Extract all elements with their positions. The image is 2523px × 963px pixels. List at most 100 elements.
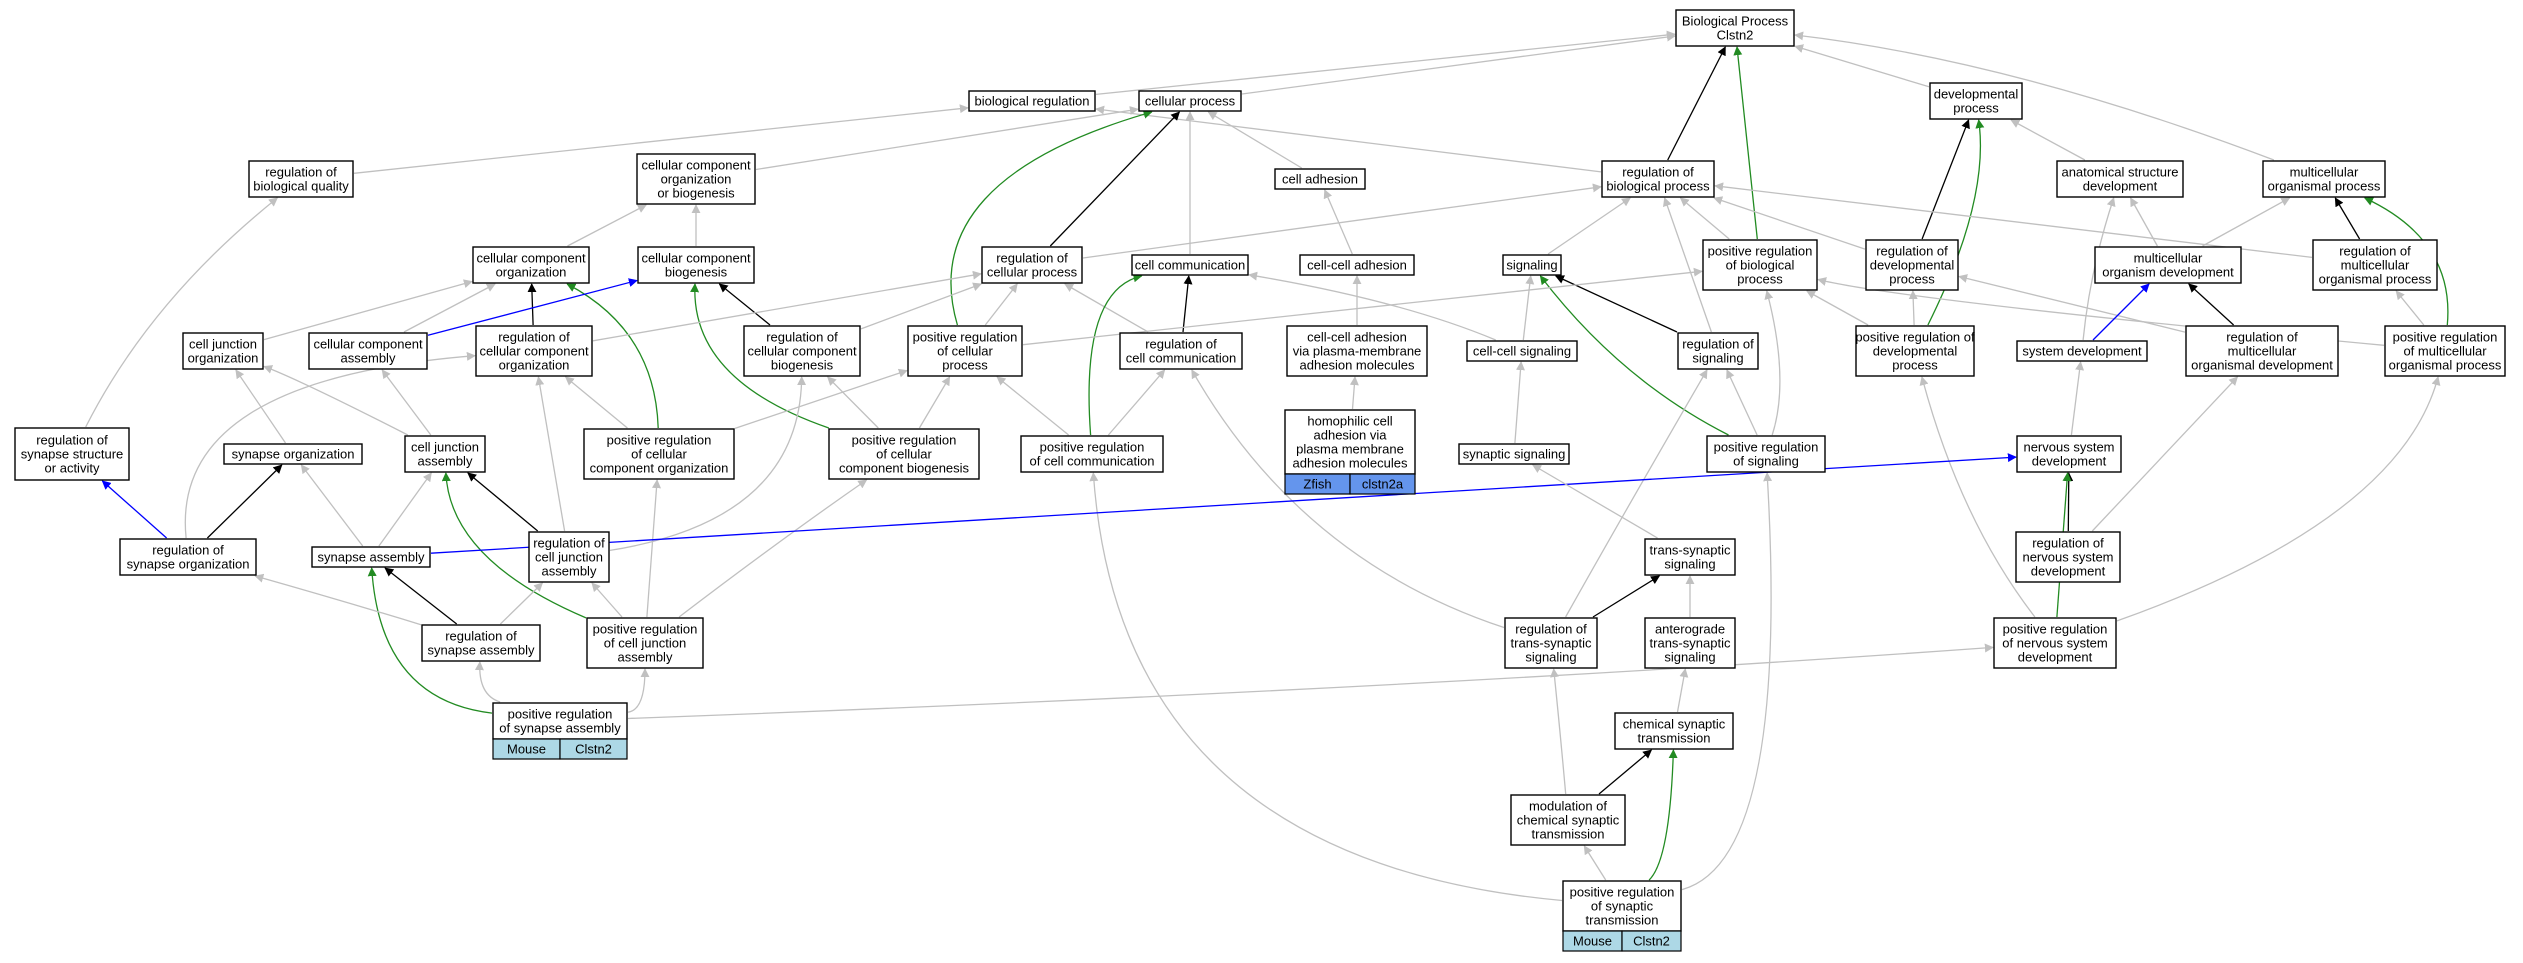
node-label-line: via plasma-membrane xyxy=(1293,344,1422,359)
node-syn-assembly[interactable]: synapse assembly xyxy=(311,546,431,568)
edge-pos_reg_syn_assembly-to-reg_syn_assembly xyxy=(474,661,501,703)
node-box xyxy=(1284,409,1416,475)
edge-reg_syn_org-to-syn_org xyxy=(206,464,283,539)
edge-reg_dev_proc-to-dev_proc xyxy=(1921,119,1970,240)
node-label-line: cell-cell adhesion xyxy=(1307,330,1407,345)
node-cc-adhesion[interactable]: cell-cell adhesion xyxy=(1299,254,1415,276)
node-cell-proc[interactable]: cellular process xyxy=(1138,90,1242,112)
node-label-line: process xyxy=(1892,358,1938,373)
edge-nerv_dev-to-sys_dev xyxy=(2070,361,2085,436)
node-syn-org[interactable]: synapse organization xyxy=(223,443,363,465)
edge-reg_bio_proc-to-bio_reg xyxy=(1095,105,1602,173)
edge-reg_cj_assembly-to-reg_cc_org xyxy=(535,376,566,532)
node-label-line: component organization xyxy=(590,461,729,476)
node-label-line: regulation of xyxy=(445,629,517,644)
node-box xyxy=(1993,617,2117,669)
edge-reg_cc_org-to-reg_cell_proc xyxy=(592,270,982,342)
node-label-line: cellular process xyxy=(1145,94,1236,109)
edge-sys_dev-to-anat_dev xyxy=(2082,197,2116,341)
edge-pos_reg_bio_proc-to-reg_bio_proc xyxy=(1679,197,1730,240)
node-bio-reg[interactable]: biological regulation xyxy=(968,90,1096,112)
node-label-line: regulation of xyxy=(152,543,224,558)
node-box xyxy=(907,325,1023,377)
edge-reg_signaling-to-reg_bio_proc xyxy=(1663,197,1713,333)
edge-reg_multi_org_dev-to-multi_org_dev xyxy=(2188,283,2235,326)
node-label-line: homophilic cell xyxy=(1307,414,1392,429)
node-sys-dev[interactable]: system development xyxy=(2016,340,2148,362)
node-syn-signaling[interactable]: synaptic signaling xyxy=(1458,443,1570,465)
node-box xyxy=(2312,239,2438,291)
node-box xyxy=(1504,617,1598,669)
node-label-line: process xyxy=(1953,101,1999,116)
node-label-line: positive regulation xyxy=(913,330,1018,345)
node-label-line: signaling xyxy=(1692,351,1743,366)
node-box xyxy=(828,428,980,480)
species-label: Mouse xyxy=(507,742,546,757)
node-label-line: positive regulation xyxy=(1708,244,1813,259)
node-cell-adhesion[interactable]: cell adhesion xyxy=(1274,168,1366,190)
node-box xyxy=(2185,325,2339,377)
edge-reg_nerv_dev-to-reg_multi_org_dev xyxy=(2091,376,2239,532)
edge-pos_reg_cc_biog-to-reg_cc_biog xyxy=(827,376,879,429)
gene-label: Clstn2 xyxy=(575,742,612,757)
edge-reg_dev_proc-to-reg_bio_proc xyxy=(1713,196,1866,250)
node-cell-comm[interactable]: cell communication xyxy=(1131,254,1249,276)
node-label-line: cellular component xyxy=(476,251,586,266)
node-label-line: synaptic signaling xyxy=(1463,447,1566,462)
node-box xyxy=(1510,794,1626,846)
node-signaling[interactable]: signaling xyxy=(1502,254,1562,276)
node-cc-signaling[interactable]: cell-cell signaling xyxy=(1466,340,1578,362)
node-label-line: of signaling xyxy=(1733,454,1799,469)
node-label-line: transmission xyxy=(1638,731,1711,746)
edge-multi_org_dev-to-anat_dev xyxy=(2130,197,2158,247)
node-label-line: developmental xyxy=(1873,344,1958,359)
node-pos-reg-dev-proc[interactable]: positive regulation ofdevelopmentalproce… xyxy=(1855,325,1975,377)
node-label-line: positive regulation xyxy=(508,707,613,722)
